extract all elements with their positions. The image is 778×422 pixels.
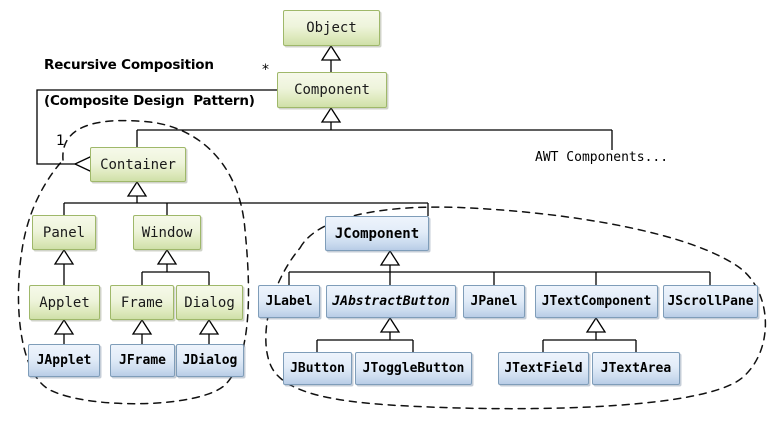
class-label-container: Container [100, 156, 176, 173]
class-label-dialog: Dialog [184, 294, 235, 311]
class-label-jtextarea: JTextArea [600, 361, 672, 376]
class-box-jlabel[interactable]: JLabel [258, 285, 320, 318]
class-label-jbutton: JButton [290, 361, 345, 376]
class-box-applet[interactable]: Applet [29, 285, 100, 320]
class-label-applet: Applet [39, 294, 90, 311]
class-label-jcomponent: JComponent [334, 225, 420, 242]
class-box-japplet[interactable]: JApplet [28, 344, 100, 377]
multiplicity-one: 1 [56, 133, 65, 149]
arrowhead-object [320, 44, 342, 61]
class-box-dialog[interactable]: Dialog [176, 285, 243, 320]
class-box-component[interactable]: Component [277, 72, 387, 108]
class-box-frame[interactable]: Frame [110, 285, 174, 320]
class-label-jtogglebutton: JToggleButton [362, 361, 465, 376]
arrowhead-frame [131, 318, 153, 335]
class-box-jtextfield[interactable]: JTextField [498, 352, 589, 385]
class-box-jabstractbutton[interactable]: JAbstractButton [326, 285, 456, 318]
class-label-japplet: JApplet [36, 353, 92, 368]
class-label-panel: Panel [42, 224, 86, 241]
arrowhead-container [126, 180, 148, 197]
multiplicity-many: * [262, 62, 269, 78]
swing-group-enclosure [265, 206, 767, 410]
class-label-component: Component [294, 82, 370, 98]
arrowhead-jcomponent [379, 249, 401, 266]
class-box-jcomponent[interactable]: JComponent [325, 216, 429, 251]
arrowhead-applet [53, 318, 75, 335]
class-box-jtextcomponent[interactable]: JTextComponent [535, 285, 658, 318]
class-label-jframe: JFrame [119, 353, 166, 368]
arrowhead-component [320, 106, 342, 123]
diagram-title-line1: Recursive Composition [44, 57, 214, 73]
class-box-jframe[interactable]: JFrame [110, 344, 175, 377]
class-label-object: Object [306, 20, 357, 36]
arrowhead-jabstractbutton [379, 316, 401, 333]
class-box-jbutton[interactable]: JButton [283, 352, 352, 385]
diagram-title-line2: (Composite Design Pattern) [44, 93, 255, 109]
class-box-jpanel[interactable]: JPanel [463, 285, 525, 318]
class-label-jabstractbutton: JAbstractButton [332, 294, 450, 309]
class-box-jtogglebutton[interactable]: JToggleButton [355, 352, 472, 385]
arrowhead-dialog [198, 318, 220, 335]
awt-components-label: AWT Components... [535, 150, 669, 165]
class-label-jpanel: JPanel [470, 294, 518, 309]
generalization-arrowheads [53, 44, 607, 335]
class-box-object[interactable]: Object [283, 10, 380, 46]
class-label-window: Window [141, 224, 193, 241]
class-label-frame: Frame [120, 294, 164, 311]
class-box-container[interactable]: Container [90, 147, 186, 182]
class-label-jlabel: JLabel [265, 294, 313, 309]
class-box-panel[interactable]: Panel [32, 215, 96, 250]
arrowhead-panel [53, 248, 75, 265]
edge-aggregation-component-container [36, 89, 277, 165]
class-box-jscrollpane[interactable]: JScrollPane [663, 285, 758, 318]
class-box-window[interactable]: Window [133, 215, 201, 250]
diagram-title: Recursive Composition (Composite Design … [26, 38, 255, 128]
class-label-jdialog: JDialog [182, 353, 238, 368]
class-label-jtextfield: JTextField [504, 361, 583, 376]
arrowhead-jtextcomponent [585, 316, 607, 333]
arrowhead-window [156, 248, 178, 265]
class-label-jscrollpane: JScrollPane [667, 294, 754, 309]
class-label-jtextcomponent: JTextComponent [541, 294, 652, 309]
awt-group-enclosure [17, 119, 250, 405]
class-box-jtextarea[interactable]: JTextArea [592, 352, 680, 385]
class-box-jdialog[interactable]: JDialog [176, 344, 244, 377]
